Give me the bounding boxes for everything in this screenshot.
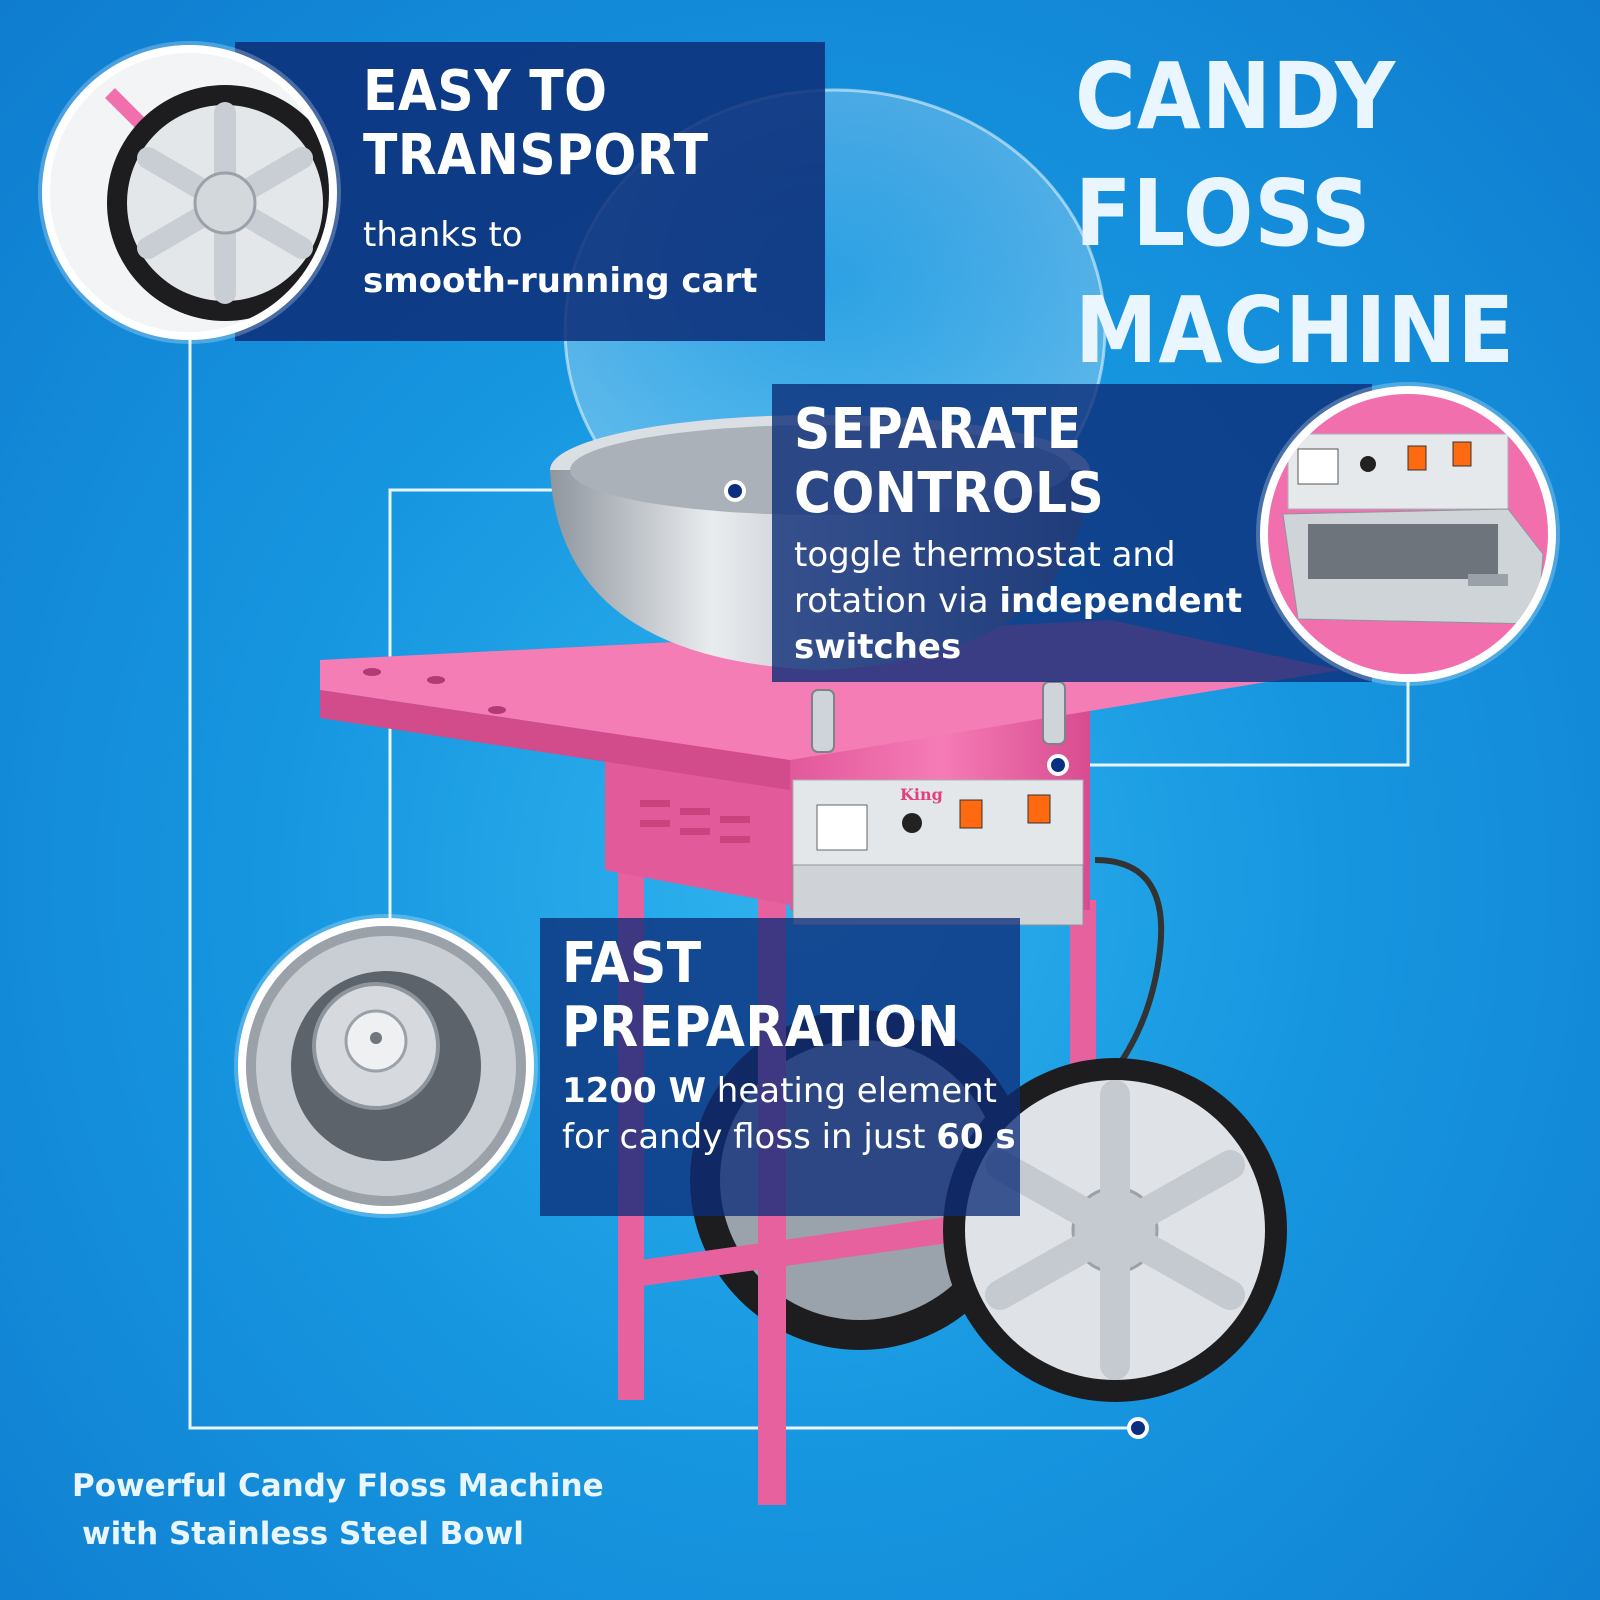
- spinner-head-closeup-image: [238, 918, 534, 1214]
- feature-line-bold: 1200 W: [562, 1071, 706, 1111]
- feature-panel-transport: EASY TO TRANSPORT thanks to smooth-runni…: [235, 42, 825, 341]
- brand-logo-text: King: [900, 785, 943, 804]
- page-title: CANDY FLOSS MACHINE: [1075, 38, 1585, 389]
- caption-line-1: Powerful Candy Floss Machine: [72, 1468, 604, 1504]
- title-line-2: MACHINE: [1075, 277, 1516, 384]
- marker-wheel: [1127, 1417, 1149, 1439]
- control-panel-icon: [1268, 394, 1548, 674]
- feature-text: 1200 W heating element for candy floss i…: [562, 1068, 1020, 1160]
- feature-panel-controls: SEPARATE CONTROLS toggle thermostat and …: [772, 384, 1372, 682]
- wheel-icon: [50, 53, 329, 332]
- feature-line: heating element: [705, 1071, 997, 1111]
- control-panel: King: [792, 779, 1084, 866]
- marker-controls: [1047, 754, 1069, 776]
- sugar-drawer: [792, 864, 1084, 926]
- front-wheel: [943, 1058, 1287, 1402]
- vent-slots: [640, 800, 750, 843]
- feature-line-bold: 60 s: [936, 1117, 1016, 1157]
- feature-line-bold: switches: [794, 627, 962, 667]
- feature-heading: SEPARATE CONTROLS: [794, 397, 1105, 526]
- latches: [811, 681, 1066, 753]
- control-panel-closeup-image: [1260, 386, 1556, 682]
- feature-heading: FAST PREPARATION: [562, 931, 960, 1060]
- product-caption: Powerful Candy Floss Machine with Stainl…: [72, 1462, 632, 1558]
- feature-line: rotation via: [794, 581, 1000, 621]
- feature-line-bold: smooth-running cart: [363, 261, 758, 301]
- feature-line: toggle thermostat and: [794, 535, 1176, 575]
- shelf-holes: [363, 668, 506, 714]
- spinner-head-icon: [246, 926, 526, 1206]
- feature-text: toggle thermostat and rotation via indep…: [794, 532, 1372, 670]
- marker-bowl: [724, 480, 746, 502]
- feature-line: for candy floss in just: [562, 1117, 937, 1157]
- feature-line: thanks to: [363, 215, 523, 255]
- feature-line-bold: independent: [999, 581, 1243, 621]
- feature-heading: EASY TO TRANSPORT: [363, 59, 709, 188]
- caption-line-2: with Stainless Steel Bowl: [82, 1516, 524, 1552]
- wheel-closeup-image: [42, 45, 337, 340]
- feature-text: thanks to smooth-running cart: [363, 212, 825, 304]
- title-line-1: CANDY FLOSS: [1075, 43, 1397, 267]
- feature-panel-preparation: FAST PREPARATION 1200 W heating element …: [540, 918, 1020, 1216]
